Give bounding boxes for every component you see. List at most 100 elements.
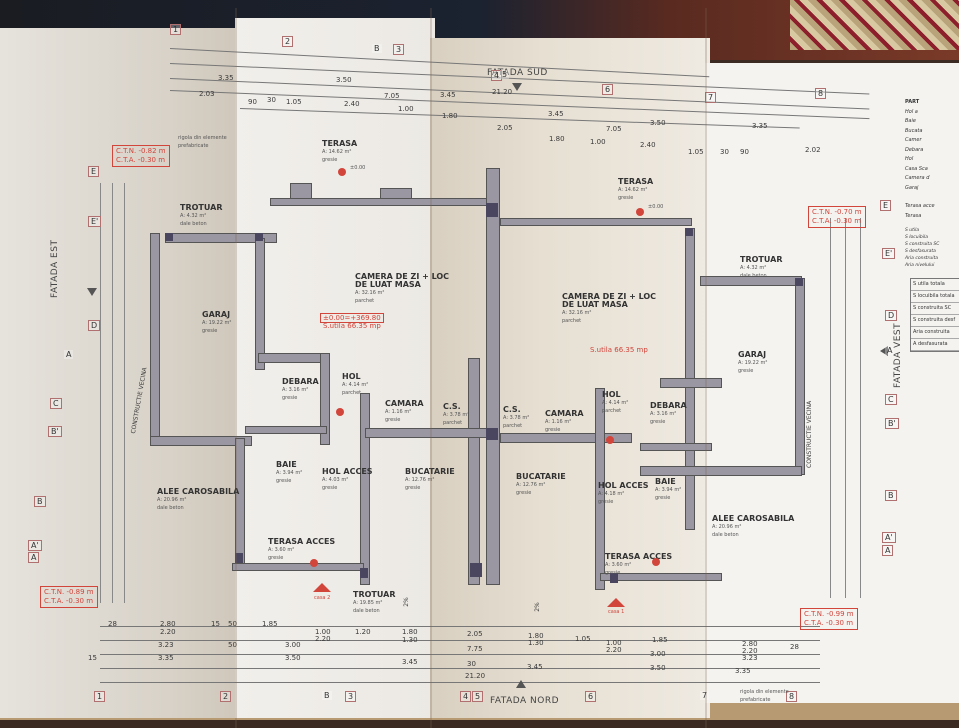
room-alee-left: ALEE CAROSABILA A: 20.96 m² dale beton (157, 488, 239, 512)
dim-label: 1.80 (402, 628, 418, 636)
useful-area-right: S.utila 66.35 mp (590, 346, 648, 354)
room-finish: gresie (282, 395, 298, 401)
wall (255, 238, 265, 370)
room-area: A: 1.16 m² (385, 409, 412, 415)
dim-label: 30 (720, 148, 729, 156)
grid-axis-d: D (88, 320, 101, 331)
elevation-marker-icon (336, 408, 344, 416)
facade-arrow-icon (516, 680, 526, 688)
legend-summary: S utila (905, 228, 920, 233)
dim-total: 21.20 (465, 672, 486, 680)
room-finish: dale beton (712, 532, 739, 538)
legend-item: Garaj (905, 184, 919, 191)
dim-label: 2.80 (742, 640, 758, 648)
dim-line (100, 668, 820, 669)
dim-label: 1.30 (528, 639, 544, 647)
dim-label: 1.20 (355, 628, 371, 636)
grid-axis-2: 2 (282, 36, 294, 47)
party-wall (486, 168, 500, 585)
room-name: TERASA (322, 139, 358, 148)
room-name: HOL (602, 390, 621, 399)
dim-label: 1.00 (590, 138, 606, 146)
room-finish: gresie (385, 417, 401, 423)
grid-axis-b: B (372, 44, 382, 53)
room-trotuar-bottom: TROTUAR A: 19.85 m² dale beton (353, 591, 395, 615)
room-area: A: 4.32 m² (740, 265, 767, 271)
grid-axis-b: B (885, 490, 897, 501)
room-cs-left: C.S. A: 3.78 m² parchet (443, 403, 469, 427)
room-name: GARAJ (738, 350, 767, 359)
facade-south-label: FATADA SUD (487, 68, 548, 78)
paper-panel-right (705, 63, 959, 703)
wall (640, 466, 802, 476)
wall (468, 358, 480, 585)
room-area: A: 19.22 m² (202, 320, 232, 326)
grid-axis-b-prime: B' (885, 418, 899, 429)
legend-item: Baie (905, 118, 916, 124)
elevation-marker-icon (338, 168, 346, 176)
room-finish: gresie (322, 157, 338, 163)
room-area: A: 12.76 m² (516, 482, 546, 488)
room-area: A: 1.16 m² (545, 419, 572, 425)
room-name: BUCATARIE (516, 472, 566, 481)
casa-label: casa 1 (608, 609, 625, 615)
room-name: CAMARA (385, 399, 424, 408)
facade-west-label: FATADA VEST (893, 322, 903, 388)
grid-axis-a-prime: A' (882, 532, 896, 543)
room-area: A: 4.18 m² (598, 491, 625, 497)
room-name: TERASA ACCES (605, 552, 673, 561)
room-trotuar-right: TROTUAR A: 4.32 m² dale beton (740, 256, 782, 280)
dim-line-vertical (112, 183, 113, 603)
grid-axis-b-prime: B' (48, 426, 62, 437)
column (255, 233, 263, 241)
legend-summary-row: S construita desf (911, 315, 959, 327)
room-finish: gresie (276, 478, 292, 484)
grid-axis-e-prime: E' (88, 216, 102, 227)
wall (320, 353, 330, 445)
room-area: A: 3.94 m² (655, 487, 682, 493)
legend-item: Hol a (905, 108, 918, 115)
room-hol-left: HOL A: 4.14 m² parchet (342, 373, 368, 397)
dim-label: 90 (248, 98, 257, 106)
room-finish: parchet (602, 408, 622, 414)
room-area: A: 3.60 m² (605, 562, 632, 568)
dim-label: 30 (267, 96, 276, 104)
cta-value: C.T.A. -0.30 m (44, 597, 94, 605)
legend-header: PART (905, 99, 920, 105)
grid-axis-a: A (882, 545, 894, 556)
dim-label: 50 (228, 641, 237, 649)
dim-label: 3.23 (742, 654, 758, 662)
legend-item: Camera d (905, 175, 930, 181)
wall (600, 573, 722, 581)
legend-summary-row: Aria construita (911, 327, 959, 339)
room-finish: gresie (405, 485, 421, 491)
room-name: HOL ACCES (322, 467, 373, 476)
facade-north-label: FATADA NORD (490, 696, 560, 706)
room-baie-left: BAIE A: 3.94 m² gresie (276, 461, 302, 485)
slope-value: 2% (533, 602, 541, 612)
room-area: A: 20.96 m² (157, 497, 187, 503)
room-living-left: CAMERA DE ZI + LOC DE LUAT MASA A: 32.16… (355, 273, 449, 305)
room-name: HOL ACCES (598, 481, 649, 490)
dim-label: 2.03 (199, 90, 215, 98)
dim-label: 1.05 (688, 148, 704, 156)
dim-label: 2.20 (606, 646, 622, 654)
dim-label: 2.05 (497, 124, 513, 132)
legend-summary-row: A desfasurata (911, 339, 959, 351)
grid-axis-7: 7 (700, 691, 710, 700)
room-area: A: 4.03 m² (322, 477, 349, 483)
room-finish: dale beton (353, 608, 380, 614)
facade-arrow-icon (880, 346, 888, 356)
legend-summary: Aria nivelului (905, 263, 935, 268)
elevation-box-se: C.T.N. -0.89 m C.T.A. -0.30 m (40, 586, 98, 608)
room-finish: dale beton (157, 505, 184, 511)
room-area: A: 3.16 m² (650, 411, 677, 417)
dim-label: 7.05 (606, 125, 622, 133)
wall (270, 198, 492, 206)
wall (500, 433, 632, 443)
room-camara-right: CAMARA A: 1.16 m² gresie (545, 410, 584, 434)
room-bucatarie-right: BUCATARIE A: 12.76 m² gresie (516, 473, 566, 497)
room-terasa-acces-right: TERASA ACCES A: 3.60 m² gresie (605, 553, 672, 577)
room-finish: parchet (562, 318, 582, 324)
room-name: DE LUAT MASA (562, 300, 628, 309)
